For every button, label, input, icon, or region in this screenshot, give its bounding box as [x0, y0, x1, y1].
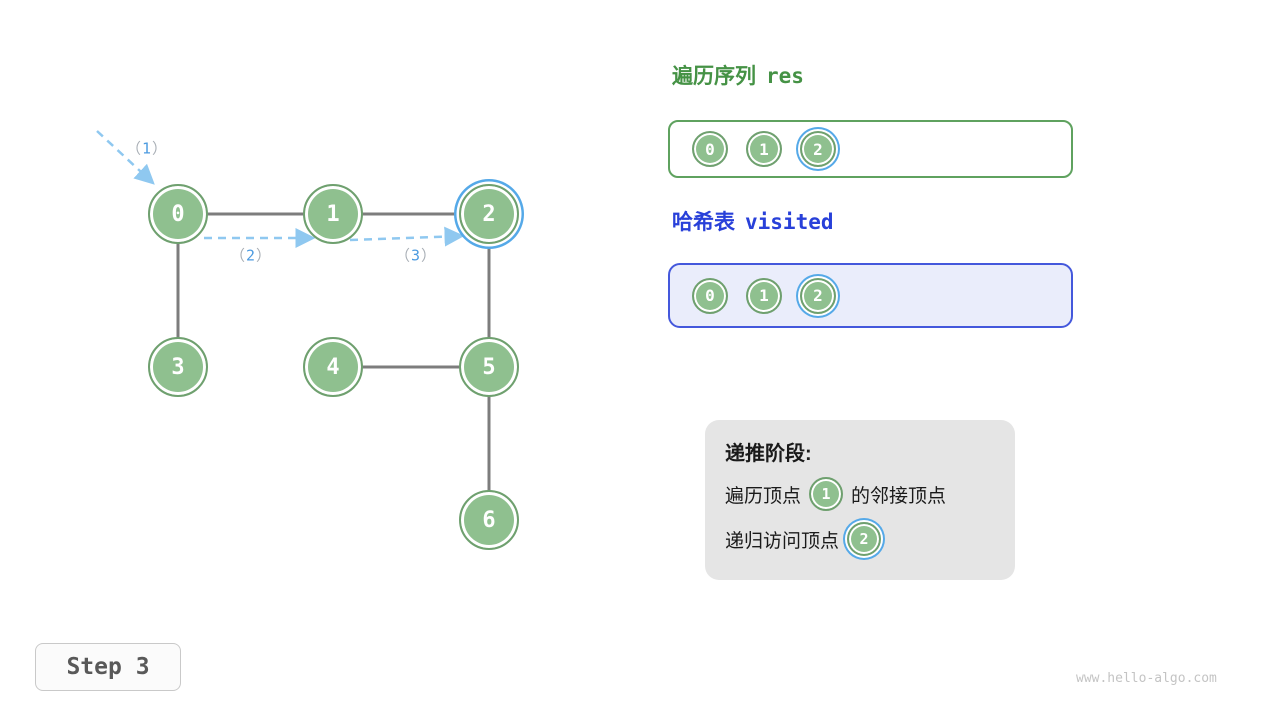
order-paren: （ [125, 139, 142, 158]
visited-title: 哈希表 visited [672, 206, 834, 236]
step-badge: Step 3 [35, 643, 181, 691]
res-node-2: 2 [800, 131, 836, 167]
phase-line1-prefix: 遍历顶点 [725, 485, 802, 507]
watermark: www.hello-algo.com [1076, 671, 1217, 686]
graph-node-6: 6 [459, 490, 519, 550]
traversal-order-label-3: （3） [395, 245, 437, 266]
order-paren: （ [394, 246, 411, 265]
phase-info-box: 递推阶段: 遍历顶点 1 的邻接顶点 递归访问顶点 2 [705, 420, 1015, 580]
graph-node-4: 4 [303, 337, 363, 397]
phase-line-1: 遍历顶点 1 的邻接顶点 [725, 477, 995, 511]
visited-node-0: 0 [692, 277, 728, 314]
res-node-0: 0 [692, 131, 728, 167]
visited-title-code: visited [745, 210, 834, 234]
phase-line-2: 递归访问顶点 2 [725, 522, 995, 556]
order-paren: ） [256, 246, 273, 265]
inline-node-1: 1 [809, 477, 844, 511]
order-paren: （ [229, 246, 246, 265]
order-paren: ） [152, 139, 169, 158]
traversal-arrow-1 [96, 130, 155, 185]
traversal-order-label-1: （1） [126, 138, 168, 159]
traversal-order-label-2: （2） [230, 245, 272, 266]
visited-node-2: 2 [800, 277, 836, 314]
res-node-1: 1 [746, 131, 782, 167]
graph-node-3: 3 [148, 337, 208, 397]
inline-node-2: 2 [847, 522, 882, 556]
order-digit: 1 [141, 139, 153, 158]
graph-node-5: 5 [459, 337, 519, 397]
graph-node-2: 2 [459, 184, 519, 244]
step-label: Step 3 [66, 654, 150, 680]
phase-line1-suffix: 的邻接顶点 [851, 485, 947, 507]
traversal-arrow-3 [349, 226, 465, 247]
arrows-group [96, 130, 465, 248]
phase-line2-prefix: 递归访问顶点 [725, 530, 840, 552]
phase-heading: 递推阶段: [725, 443, 812, 465]
graph-svg [96, 130, 491, 520]
graph-node-0: 0 [148, 184, 208, 244]
visited-node-1: 1 [746, 277, 782, 314]
order-digit: 3 [410, 246, 422, 265]
visited-title-cn: 哈希表 [672, 211, 735, 234]
res-title: 遍历序列 res [672, 60, 804, 90]
res-title-code: res [766, 64, 804, 88]
res-title-cn: 遍历序列 [672, 65, 756, 88]
order-paren: ） [421, 246, 438, 265]
order-digit: 2 [245, 246, 257, 265]
graph-node-1: 1 [303, 184, 363, 244]
